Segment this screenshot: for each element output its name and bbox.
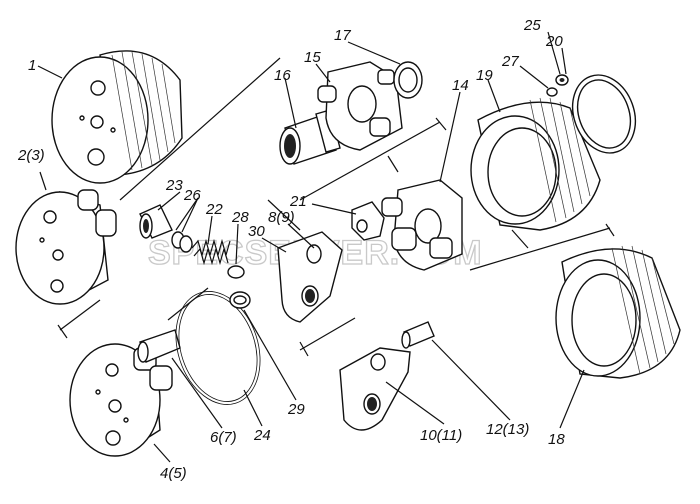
part-17-ring bbox=[393, 61, 423, 99]
label-18: 18 bbox=[548, 431, 565, 448]
part-22-spring bbox=[191, 238, 231, 266]
label-15: 15 bbox=[304, 49, 321, 66]
part-19-drum bbox=[470, 97, 601, 231]
label-20: 20 bbox=[545, 33, 563, 50]
part-labels: 1 2(3) 4(5) 6(7) 8(9) 10(11) 12(13) 14 1… bbox=[17, 17, 565, 482]
label-19: 19 bbox=[476, 67, 493, 84]
label-27: 27 bbox=[501, 53, 519, 70]
part-26-seals bbox=[171, 231, 193, 253]
part-12-13-pin bbox=[401, 321, 435, 349]
label-17: 17 bbox=[334, 27, 351, 44]
label-24: 24 bbox=[253, 427, 271, 444]
label-6-7: 6(7) bbox=[210, 429, 237, 446]
label-10-11: 10(11) bbox=[420, 427, 462, 444]
label-29: 29 bbox=[287, 401, 305, 418]
part-8-9-rocker bbox=[277, 231, 343, 323]
part-14-carrier bbox=[381, 179, 463, 271]
part-28-washer bbox=[227, 265, 245, 279]
label-21: 21 bbox=[289, 193, 307, 210]
part-6-7-pin bbox=[137, 329, 181, 363]
part-15-carrier bbox=[317, 61, 403, 151]
label-4-5: 4(5) bbox=[160, 465, 187, 482]
part-29-ring bbox=[229, 291, 251, 309]
label-22: 22 bbox=[205, 201, 223, 218]
label-28: 28 bbox=[231, 209, 249, 226]
part-16-bushing bbox=[279, 109, 341, 165]
part-4-5-plate bbox=[69, 343, 173, 457]
part-2-3-plate bbox=[15, 189, 117, 305]
label-16: 16 bbox=[274, 67, 291, 84]
label-14: 14 bbox=[452, 77, 469, 94]
part-23-sleeve bbox=[139, 204, 173, 239]
label-1: 1 bbox=[28, 57, 36, 74]
part-18-drum bbox=[555, 245, 681, 379]
part-10-11-rocker bbox=[339, 347, 411, 431]
part-25-washer bbox=[555, 74, 569, 86]
part-27-washer bbox=[546, 87, 558, 97]
part-21-bracket bbox=[351, 201, 385, 241]
label-2-3: 2(3) bbox=[17, 147, 45, 164]
label-30: 30 bbox=[248, 223, 265, 240]
assembly-lines bbox=[57, 57, 615, 357]
label-8-9: 8(9) bbox=[268, 209, 295, 226]
part-24-o-ring bbox=[175, 291, 261, 405]
leader-lines bbox=[37, 31, 585, 463]
label-25: 25 bbox=[523, 17, 541, 34]
label-12-13: 12(13) bbox=[486, 421, 529, 438]
label-23: 23 bbox=[165, 177, 183, 194]
part-1-flange bbox=[51, 50, 183, 184]
part-20-snap-ring bbox=[571, 74, 637, 154]
label-26: 26 bbox=[183, 187, 201, 204]
